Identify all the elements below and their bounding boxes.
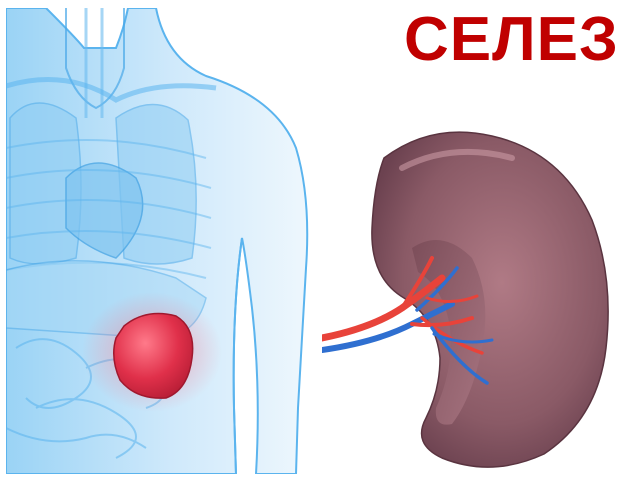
torso-anatomy-image xyxy=(6,8,322,474)
torso-illustration xyxy=(6,8,322,474)
page-title: СЕЛЕЗ xyxy=(404,4,619,76)
spleen-illustration xyxy=(322,128,622,482)
spleen-closeup-image xyxy=(322,128,622,482)
